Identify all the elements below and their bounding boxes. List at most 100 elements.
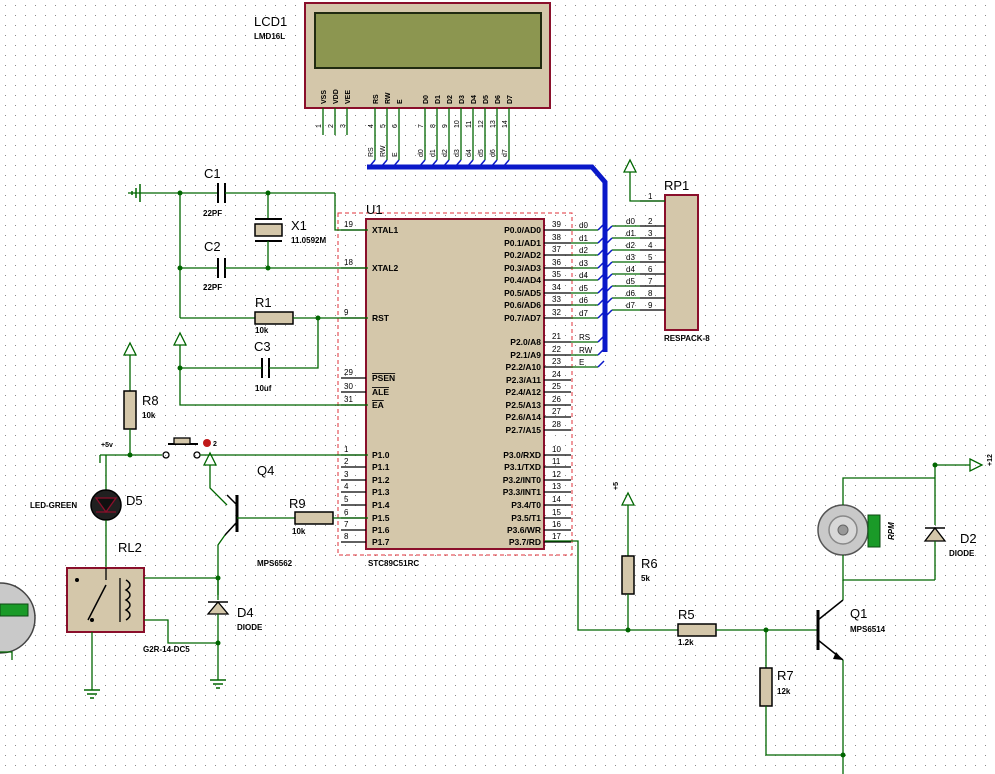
mcu-pin-number: 38 [552,233,561,242]
d5-value: LED-GREEN [30,501,77,510]
r5-value: 1.2k [678,638,694,647]
mcu-pin-name: P1.3 [372,487,390,497]
mcu-pin-name: P1.1 [372,462,390,472]
mcu-pin-number: 3 [344,470,349,479]
mcu-pin-name: P0.6/AD6 [504,300,541,310]
lcd-pin-label: VDD [333,89,340,104]
r7-ref: R7 [777,668,794,683]
mcu-net-label: d1 [579,234,588,243]
rp1-pin-number: 1 [648,192,653,201]
mcu-pin-name: P3.7/RD [509,537,541,547]
rp1-net-label: d1 [626,229,635,238]
mcu-pin-number: 29 [344,368,353,377]
d4-value: DIODE [237,623,263,632]
mcu-pin-number: 11 [552,457,561,466]
mcu-pin-number: 24 [552,370,561,379]
bus-tap [605,285,613,293]
d5-ref: D5 [126,493,143,508]
mcu-pin-name: P0.1/AD1 [504,238,541,248]
d4-ref: D4 [237,605,254,620]
c2-ref: C2 [204,239,221,254]
lcd-pin-number: 8 [430,124,437,128]
r1-value: 10k [255,326,269,335]
mcu-net-label: d3 [579,259,588,268]
lcd-pin-label: D5 [483,95,490,104]
mcu-pin-name: P2.4/A12 [506,387,542,397]
rp1-net-label: d0 [626,217,635,226]
mcu-pin-name: RST [372,313,390,323]
d2-ref: D2 [960,531,977,546]
mcu-pin-name: ALE [372,387,389,397]
rp1-ref: RP1 [664,178,689,193]
rp1-net-label: d3 [626,253,635,262]
mcu-pin-name: P0.0/AD0 [504,225,541,235]
mcu-pin-name: P2.6/A14 [506,412,542,422]
lcd-screen [314,12,542,69]
mcu-pin-name: P1.6 [372,525,390,535]
rp1-pin-number: 8 [648,289,653,298]
x1-value: 11.0592M [291,236,326,245]
mcu-pin-number: 19 [344,220,353,229]
resistor-r7 [759,667,773,707]
r5-ref: R5 [678,607,695,622]
bus-tap [597,273,605,281]
mcu-pin-number: 13 [552,482,561,491]
lcd-pin-label: D0 [423,95,430,104]
mcu-pin-name: P3.0/RXD [503,450,541,460]
mcu-pin-number: 34 [552,283,561,292]
bus-tap [605,309,613,317]
mcu-pin-number: 17 [552,532,561,541]
lcd-pin-number: 7 [418,124,425,128]
mcu-net-label: RS [579,333,590,342]
crystal-x1 [254,223,283,237]
bus-tap [605,297,613,305]
switch-pin: 2 [213,441,217,448]
bus-tap [597,335,605,343]
mcu-pin-name: XTAL2 [372,263,399,273]
mcu-pin-number: 9 [344,308,349,317]
mcu-pin-number: 14 [552,495,561,504]
mcu-pin-name: P3.1/TXD [504,462,541,472]
bus-tap [597,236,605,244]
lcd-net-label: d7 [502,149,509,157]
mcu-pin-number: 30 [344,382,353,391]
mcu-u1[interactable]: U1 STC89C51RC 19XTAL118XTAL29RST29PSEN30… [337,202,605,568]
mcu-pin-number: 2 [344,457,349,466]
mcu-pin-number: 37 [552,245,561,254]
mcu-pin-name: P2.1/A9 [510,350,541,360]
mcu-pin-number: 35 [552,270,561,279]
lcd-net-label: d6 [490,149,497,157]
r8-ref: R8 [142,393,159,408]
r6-value: 5k [641,574,650,583]
mcu-pin-name: P3.4/T0 [511,500,541,510]
mcu-pin-number: 15 [552,508,561,517]
lcd-net-label: d3 [454,149,461,157]
mcu-pin-number: 27 [552,407,561,416]
relay-driver-section: R8 10k 2 +5v LED-GREEN D5 Q4 MPS6562 [0,341,368,699]
r7-value: 12k [777,687,791,696]
resistor-r1 [254,311,294,325]
mcu-net-label: E [579,358,584,367]
mcu-pin-name: EA [372,400,384,410]
lcd-pin-number: 14 [502,120,509,128]
q1-ref: Q1 [850,606,867,621]
lcd-pin-number: 4 [368,124,375,128]
lcd-module[interactable]: LCD1 LMD16L VSS1VDD2VEE3RS4RW5E6D07D18D2… [254,2,551,168]
lcd-pin-number: 11 [466,121,473,128]
rl2-value: G2R-14-DC5 [143,645,190,654]
mcu-net-label: d5 [579,284,588,293]
rp1-net-label: d5 [626,277,635,286]
mcu-pin-name: P2.5/A13 [506,400,542,410]
lcd-net-label: RS [368,147,375,157]
oscillator-section: C1 22PF C2 22PF X1 11.0592M R1 10k [128,166,368,406]
lcd-bus [367,164,608,352]
lcd-net-label: d0 [418,149,425,157]
rp1-pin-number: 3 [648,229,653,238]
mcu-net-label: RW [579,346,593,355]
x1-ref: X1 [291,218,307,233]
bus-tap [597,286,605,294]
bus-tap [605,237,613,245]
lcd-pin-number: 5 [380,124,387,128]
